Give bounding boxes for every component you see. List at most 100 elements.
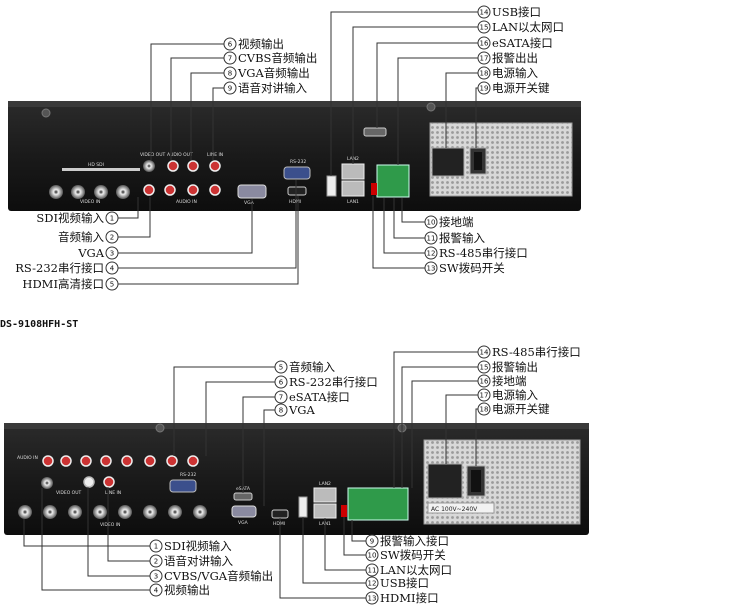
top-rca-audio-in-3 [187, 184, 199, 196]
bottom-callout-circle-16 [477, 374, 491, 388]
top-callout-circle-19 [477, 81, 491, 95]
top-rca-line-in [209, 160, 221, 172]
bottom-power-input [427, 463, 463, 499]
bottom-audioin-marking: AUDIO IN [17, 455, 38, 461]
bottom-rca-audio-in-4 [100, 455, 112, 467]
bottom-callout-number-3: 3 [154, 573, 158, 581]
top-callout-circle-8 [223, 66, 237, 80]
bottom-lan2-port [313, 487, 337, 503]
top-callout-circle-10 [424, 215, 438, 229]
bottom-rear-panel: AUDIO IN VIDEO OUT LINE IN RS-232 VIDEO … [4, 423, 589, 535]
bottom-callout-number-5: 5 [279, 364, 283, 372]
top-bnc-4 [116, 185, 130, 199]
bottom-bnc-1 [18, 505, 32, 519]
top-vga-marking: VGA [244, 200, 255, 206]
top-leader-14 [330, 11, 478, 176]
bottom-leader-6 [205, 381, 275, 456]
bottom-callout-label-4: 视频输出 [164, 583, 210, 597]
top-callout-circle-11 [424, 231, 438, 245]
top-rca-audio-in-2 [164, 184, 176, 196]
bottom-callout-circle-4 [149, 583, 163, 597]
top-callout-circle-14 [477, 5, 491, 19]
top-esata-port [363, 127, 387, 137]
top-fan-mesh [429, 122, 573, 197]
top-callout-circle-16 [477, 36, 491, 50]
bottom-bnc-6 [143, 505, 157, 519]
top-screw-right [426, 102, 436, 112]
top-callout-label-8: VGA音频输出 [237, 66, 310, 80]
top-callout-number-12: 12 [427, 250, 436, 258]
top-rca-vga-audio [187, 160, 199, 172]
top-callout-label-7: CVBS音频输出 [238, 51, 317, 65]
top-callout-number-10: 10 [427, 219, 436, 227]
top-leader-9 [212, 87, 224, 160]
bottom-callout-circle-3 [149, 569, 163, 583]
top-leader-6 [150, 43, 224, 160]
model-label: DS-9108HFH-ST [0, 319, 78, 330]
bottom-videoout-marking: VIDEO OUT [56, 490, 82, 496]
bottom-callout-circle-13 [365, 591, 379, 605]
bottom-callout-circle-1 [149, 539, 163, 553]
top-callout-number-17: 17 [480, 55, 489, 63]
top-callout-label-10: 接地端 [439, 215, 474, 229]
top-audioout-marking: AUDIO OUT [167, 152, 193, 158]
top-callout-number-8: 8 [228, 70, 232, 78]
bottom-callout-label-10: SW拨码开关 [380, 548, 446, 562]
bottom-rca-audio-in-8 [187, 455, 199, 467]
bottom-videoin-marking: VIDEO IN [100, 522, 120, 528]
bottom-rs232-port [169, 479, 197, 493]
top-callout-number-19: 19 [480, 85, 489, 93]
top-leader-3 [118, 199, 253, 254]
bottom-rca-audio-in-1 [42, 455, 54, 467]
top-linein-marking: LINE IN [207, 152, 223, 158]
top-callout-label-4: RS-232串行接口 [15, 261, 104, 275]
top-videoout-marking: VIDEO OUT [140, 152, 166, 158]
top-leader-16 [376, 42, 478, 128]
bottom-rca-cvbs-vga-audio [83, 476, 95, 488]
top-callout-circle-1 [105, 211, 119, 225]
top-hdmi-marking: HDMI [289, 199, 301, 205]
bottom-callout-label-18: 电源开关键 [492, 402, 550, 416]
bottom-callout-circle-14 [477, 345, 491, 359]
top-callout-label-16: eSATA接口 [492, 36, 553, 50]
bottom-bnc-5 [118, 505, 132, 519]
top-callout-circle-13 [424, 261, 438, 275]
top-callout-number-18: 18 [480, 70, 489, 78]
bottom-vga-marking: VGA [238, 520, 249, 526]
bottom-callout-circle-12 [365, 576, 379, 590]
top-screw-left [41, 108, 51, 118]
top-lan1-port [341, 180, 365, 197]
top-callout-number-9: 9 [228, 85, 232, 93]
top-rs232-port [283, 166, 311, 180]
top-audioin-marking: AUDIO IN [176, 199, 197, 205]
top-callout-label-9: 语音对讲输入 [238, 81, 307, 95]
bottom-leader-4 [41, 488, 150, 591]
bottom-leader-15 [401, 366, 478, 488]
top-callout-circle-2 [105, 230, 119, 244]
bottom-callout-circle-10 [365, 548, 379, 562]
bottom-leader-5 [173, 366, 275, 456]
bottom-vga-port [231, 505, 257, 518]
bottom-rca-audio-in-7 [166, 455, 178, 467]
top-leader-4 [118, 180, 297, 269]
bottom-callout-label-14: RS-485串行接口 [492, 345, 581, 359]
top-callout-number-5: 5 [110, 281, 114, 289]
top-callout-circle-18 [477, 66, 491, 80]
bottom-rca-line-in [103, 476, 115, 488]
bottom-callout-circle-9 [365, 534, 379, 548]
top-leader-15 [352, 26, 478, 164]
top-rca-audio-in-4 [209, 184, 221, 196]
top-callout-circle-15 [477, 20, 491, 34]
bottom-callout-label-16: 接地端 [492, 374, 527, 388]
bottom-callout-label-9: 报警输入接口 [380, 534, 449, 548]
bottom-callout-label-17: 电源输入 [492, 388, 538, 402]
bottom-callout-number-1: 1 [154, 543, 158, 551]
bottom-callout-number-7: 7 [279, 394, 283, 402]
bottom-dip-switch [341, 505, 347, 517]
top-callout-label-6: 视频输出 [238, 37, 284, 51]
top-bnc-2 [71, 185, 85, 199]
top-videoin-marking: VIDEO IN [80, 199, 100, 205]
bottom-rca-audio-in-2 [60, 455, 72, 467]
